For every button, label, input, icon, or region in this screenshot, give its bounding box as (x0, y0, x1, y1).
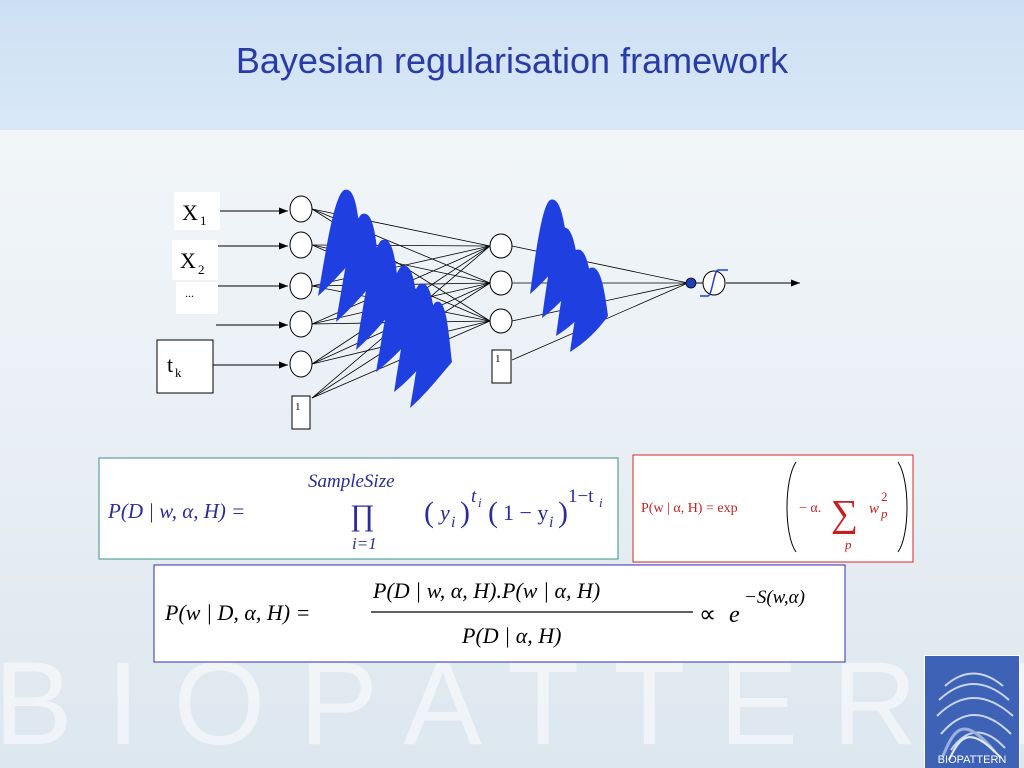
svg-text:): ) (558, 496, 568, 529)
svg-text:1: 1 (295, 401, 301, 413)
svg-text:p: p (880, 506, 888, 521)
svg-text:1−t: 1−t (568, 486, 594, 507)
svg-text:SampleSize: SampleSize (308, 471, 395, 492)
input-ellipsis: ... (176, 282, 218, 314)
svg-text:∏: ∏ (350, 499, 375, 532)
input-layer-nodes (289, 195, 313, 378)
svg-text:∝: ∝ (699, 602, 716, 628)
svg-text:−S(w,α): −S(w,α) (744, 587, 805, 608)
svg-text:2: 2 (881, 489, 888, 504)
svg-text:k: k (175, 365, 182, 380)
posterior-equation: P(w | D, α, H) = P(D | w, α, H).P(w | α,… (153, 564, 846, 663)
svg-text:1: 1 (495, 353, 501, 365)
svg-text:1 − y: 1 − y (503, 500, 548, 525)
svg-text:P(D | w, α, H).P(w | α, H): P(D | w, α, H).P(w | α, H) (372, 578, 600, 603)
svg-text:1: 1 (200, 213, 207, 228)
svg-text:∑: ∑ (831, 493, 858, 535)
sigmoid-icon (700, 269, 728, 297)
svg-text:t: t (471, 486, 477, 507)
svg-text:P(D | α, H): P(D | α, H) (461, 623, 561, 648)
biopattern-logo: BIOPATTERN (924, 655, 1020, 768)
svg-text:X: X (180, 248, 196, 273)
header-band (0, 0, 1024, 130)
svg-text:w: w (869, 501, 879, 517)
svg-text:2: 2 (198, 262, 205, 277)
svg-text:i: i (451, 514, 455, 531)
svg-text:y: y (438, 500, 450, 525)
svg-text:− α.: − α. (799, 501, 821, 516)
input-bias-node: 1 (291, 395, 311, 430)
prior-equation: P(w | α, H) = exp − α. ∑ p w 2 p (632, 454, 914, 563)
logo-label: BIOPATTERN (937, 754, 1007, 766)
svg-text:P(w | D, α, H) =: P(w | D, α, H) = (164, 600, 310, 625)
svg-text:e: e (729, 602, 740, 628)
svg-text:t: t (167, 352, 173, 377)
input-arrows (213, 207, 288, 369)
output-node (685, 277, 703, 289)
fingerprint-icon (925, 656, 1019, 768)
hidden-layer-nodes (489, 233, 513, 334)
likelihood-equation: P(D | w, α, H) = SampleSize ∏ i=1 ( y i … (98, 457, 619, 560)
svg-text:X: X (182, 200, 198, 225)
svg-text:P(w | α, H) = exp: P(w | α, H) = exp (641, 501, 738, 516)
svg-text:p: p (844, 537, 852, 552)
svg-text:(: ( (488, 496, 498, 529)
svg-text:(: ( (424, 496, 434, 529)
input-box-x2: X 2 (172, 240, 218, 280)
svg-text:i=1: i=1 (352, 534, 377, 553)
hidden-bias-node: 1 (491, 349, 512, 384)
svg-text:i: i (478, 495, 482, 510)
weight-distribution-layer-1 (318, 189, 452, 408)
input-box-tk: t k (156, 339, 214, 394)
weight-distribution-layer-2 (530, 199, 608, 352)
slide-title: Bayesian regularisation framework (235, 40, 789, 81)
input-box-x1: X 1 (174, 192, 220, 230)
svg-text:i: i (599, 495, 603, 510)
svg-text:): ) (460, 496, 470, 529)
svg-text:...: ... (185, 286, 194, 300)
svg-text:i: i (549, 514, 553, 531)
svg-text:P(D | w, α, H) =: P(D | w, α, H) = (107, 499, 245, 523)
